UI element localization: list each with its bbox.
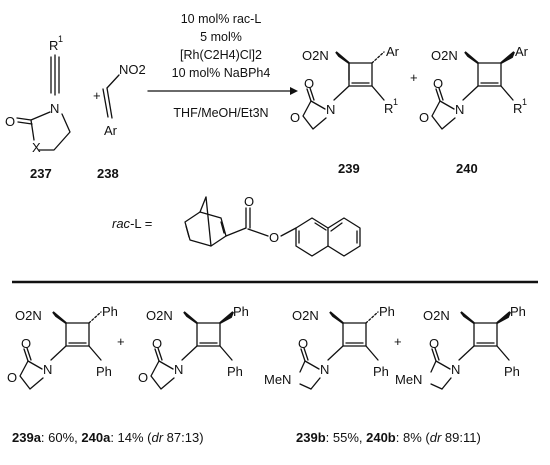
atom-R: R	[384, 101, 393, 116]
atom-R-superscript: 1	[393, 97, 398, 107]
atom-O-carbonyl: O	[5, 114, 15, 129]
yield-caption-a: 239a: 60%, 240a: 14% (dr 87:13)	[12, 430, 204, 445]
atom-N: N	[43, 362, 52, 377]
compound-240b-structure: O2N Ph Ph N O MeN	[395, 304, 526, 390]
compound-239-label: 239	[338, 161, 360, 176]
condition-rh-loading: 5 mol%	[200, 30, 242, 44]
atom-R: R	[513, 101, 522, 116]
atom-N: N	[50, 101, 59, 116]
atom-Ar: Ar	[104, 123, 118, 138]
atom-O-carbonyl: O	[429, 336, 439, 351]
ligand-structure: O O	[184, 194, 361, 257]
atom-Ph: Ph	[379, 304, 395, 319]
atom-O-ring: O	[419, 110, 429, 125]
plus-sign: +	[394, 334, 402, 349]
condition-rh-complex: [Rh(C2H4)Cl]2	[180, 48, 262, 62]
ligand-ester-O: O	[269, 230, 279, 245]
yield-caption-b: 239b: 55%, 240b: 8% (dr 89:11)	[296, 430, 481, 445]
atom-Ph: Ph	[510, 304, 526, 319]
label-239b: 239b	[296, 430, 326, 445]
atom-N: N	[326, 102, 335, 117]
label-239a: 239a	[12, 430, 42, 445]
atom-MeN: MeN	[264, 372, 291, 387]
atom-N: N	[320, 362, 329, 377]
label-240a: 240a	[81, 430, 111, 445]
atom-N: N	[455, 102, 464, 117]
condition-solvent: THF/MeOH/Et3N	[173, 106, 268, 120]
atom-O2N: O2N	[302, 48, 329, 63]
atom-N: N	[174, 362, 183, 377]
atom-Ph: Ph	[504, 364, 520, 379]
atom-R: R	[49, 38, 58, 53]
atom-R-superscript: 1	[522, 97, 527, 107]
atom-O-ring: O	[7, 370, 17, 385]
atom-Ar: Ar	[515, 44, 529, 59]
atom-O-ring: O	[138, 370, 148, 385]
atom-O-carbonyl: O	[304, 76, 314, 91]
ligand-carbonyl-O: O	[244, 194, 254, 209]
atom-R-superscript: 1	[58, 34, 63, 44]
atom-O2N: O2N	[292, 308, 319, 323]
atom-Ph: Ph	[233, 304, 249, 319]
atom-O-ring: O	[290, 110, 300, 125]
compound-240-structure: O2N Ar R 1 N O O	[419, 44, 529, 130]
ligand-label: rac-L =	[112, 216, 152, 231]
atom-O-carbonyl: O	[21, 336, 31, 351]
compound-237-structure: R 1 N O X	[5, 34, 71, 155]
atom-O-carbonyl: O	[433, 76, 443, 91]
atom-O2N: O2N	[15, 308, 42, 323]
compound-239a-structure: O2N Ph Ph N O O	[7, 304, 118, 390]
label-240b: 240b	[366, 430, 396, 445]
atom-Ph: Ph	[227, 364, 243, 379]
atom-N: N	[451, 362, 460, 377]
atom-O2N: O2N	[431, 48, 458, 63]
compound-240a-structure: O2N Ph Ph N O O	[138, 304, 249, 390]
atom-MeN: MeN	[395, 372, 422, 387]
compound-239b-structure: O2N Ph Ph N O MeN	[264, 304, 395, 390]
compound-240-label: 240	[456, 161, 478, 176]
atom-O-carbonyl: O	[152, 336, 162, 351]
atom-Ph: Ph	[96, 364, 112, 379]
atom-O-carbonyl: O	[298, 336, 308, 351]
plus-sign: +	[117, 334, 125, 349]
atom-NO2: NO2	[119, 62, 146, 77]
atom-Ph: Ph	[373, 364, 389, 379]
atom-O2N: O2N	[146, 308, 173, 323]
plus-sign: +	[93, 88, 101, 103]
plus-sign: +	[410, 70, 418, 85]
compound-237-label: 237	[30, 166, 52, 181]
atom-X: X	[32, 140, 41, 155]
atom-Ph: Ph	[102, 304, 118, 319]
compound-239-structure: O2N Ar R 1 N O O	[290, 44, 400, 130]
compound-238-label: 238	[97, 166, 119, 181]
atom-O2N: O2N	[423, 308, 450, 323]
atom-Ar: Ar	[386, 44, 400, 59]
condition-additive: 10 mol% NaBPh4	[172, 66, 271, 80]
condition-catalyst-ligand: 10 mol% rac-L	[181, 12, 262, 26]
compound-238-structure: NO2 Ar	[102, 62, 146, 138]
